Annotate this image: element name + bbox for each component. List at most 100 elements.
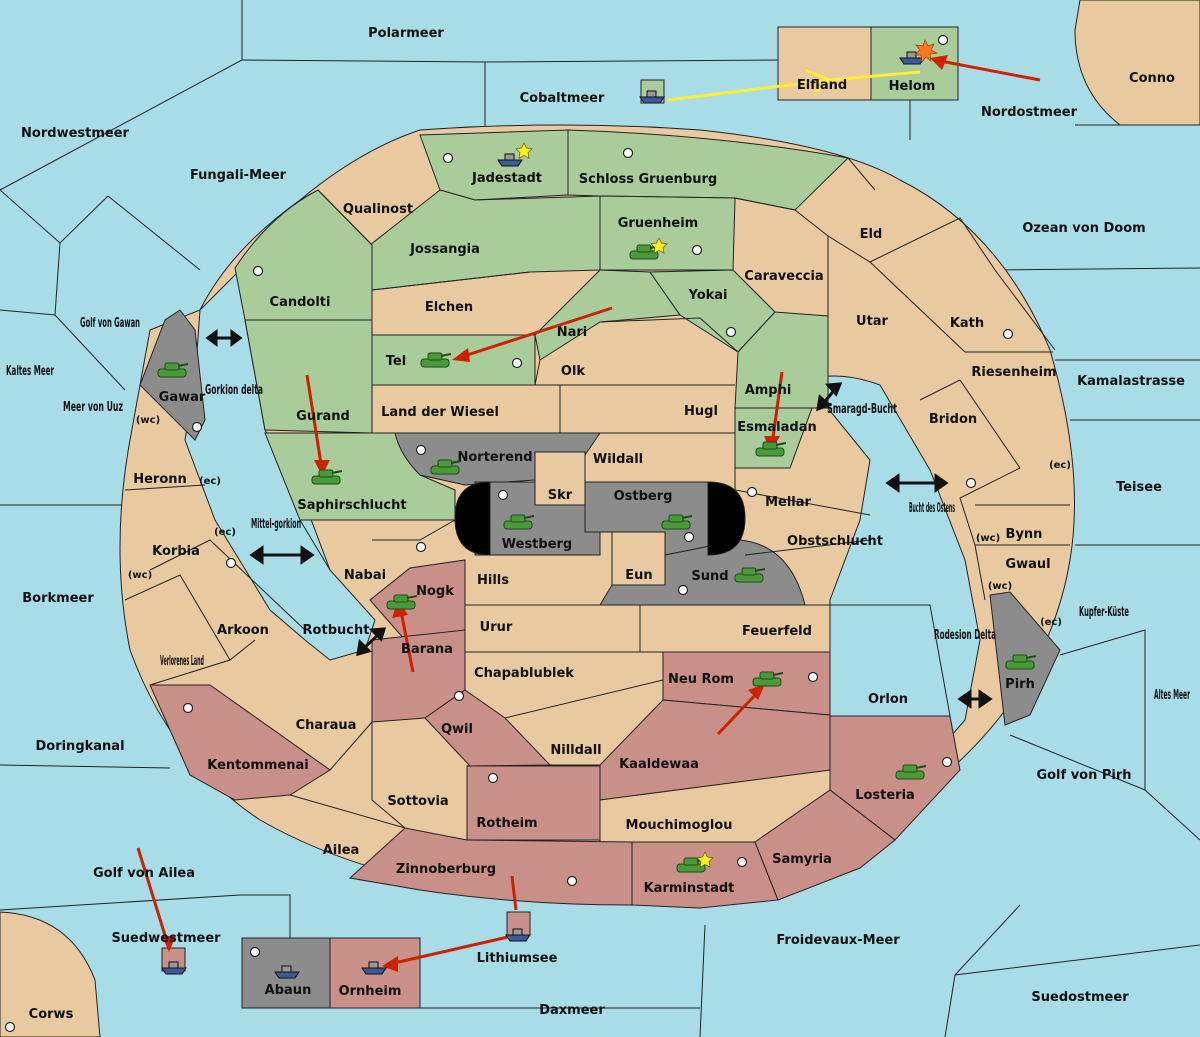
army-icon[interactable] (420, 352, 452, 368)
land-label: Gawar (159, 390, 206, 405)
army-icon[interactable] (503, 514, 535, 530)
sc-karmin (736, 856, 748, 868)
samyria-region[interactable] (754, 789, 896, 901)
sea-label: Ozean von Doom (1022, 221, 1145, 236)
land-label: Olk (561, 364, 586, 379)
army-icon[interactable] (430, 459, 462, 475)
star-icon (650, 237, 668, 254)
land-label: Nilldall (550, 743, 601, 758)
sea-label: Mittel-gorkion (251, 517, 301, 532)
land-label: Neu Rom (668, 672, 734, 687)
candolti-region[interactable] (234, 189, 373, 321)
sc-korbia (225, 557, 237, 569)
skr-region[interactable] (534, 451, 586, 506)
army-icon[interactable] (661, 514, 693, 530)
land-label: Mellar (765, 495, 811, 510)
land-label: Gwaul (1005, 557, 1050, 572)
army-icon[interactable] (629, 244, 661, 260)
land-labels: Elfland Helom Jadestadt Schloss Gruenbur… (133, 78, 1056, 999)
land-label: Sund (691, 569, 728, 584)
fleet-icon[interactable] (274, 965, 300, 979)
army-icon[interactable] (157, 362, 189, 378)
sea-label: Teisee (1116, 480, 1162, 495)
fleet-icon[interactable] (161, 961, 187, 975)
army-icon[interactable] (311, 469, 343, 485)
order-arrows (136, 58, 1041, 966)
land-label: Ailea (323, 843, 360, 858)
land-label: Candolti (270, 295, 331, 310)
sea-label: Conno (1129, 71, 1175, 86)
sea-label: Cobaltmeer (520, 91, 605, 106)
sea-label: Doringkanal (35, 739, 124, 754)
sea-labels: Polarmeer Cobaltmeer Nordostmeer Conno N… (6, 26, 1190, 1022)
supply-centers (4, 34, 1014, 1033)
army-icon[interactable] (895, 764, 927, 780)
land-label: Chapablublek (474, 666, 574, 681)
sc-ostberg (683, 531, 695, 543)
sea-label: Kupfer-Küste (1079, 605, 1129, 620)
sea-label: Corws (29, 1007, 74, 1022)
sea-label: Daxmeer (539, 1003, 605, 1018)
corws-land[interactable] (0, 911, 101, 1037)
fleet-icon[interactable] (639, 90, 665, 104)
land-label: Charaua (296, 718, 357, 733)
land-label: Ornheim (339, 984, 402, 999)
land-label: Jossangia (409, 242, 480, 257)
sc-westberg (497, 489, 509, 501)
fleet-icon[interactable] (497, 153, 523, 167)
sea-label: Polarmeer (368, 26, 444, 41)
sc-helom (937, 34, 949, 46)
army-icon[interactable] (386, 594, 418, 610)
fleet-icon[interactable] (899, 51, 925, 65)
land-label: Karminstadt (644, 881, 735, 896)
sea-label: Golf von Pirh (1036, 768, 1131, 783)
fleet-icon[interactable] (361, 961, 387, 975)
sc-qwil (453, 690, 465, 702)
land-label: Urur (480, 620, 513, 635)
gruenheim-region[interactable] (599, 195, 736, 271)
army-icon[interactable] (1005, 654, 1037, 670)
amphi-region[interactable] (734, 311, 829, 409)
coast-label: (ec) (214, 527, 236, 538)
sc-norterend (415, 444, 427, 456)
sea-label: Rodesion Delta (934, 628, 996, 643)
coast-label: (wc) (128, 570, 152, 581)
eun-region[interactable] (611, 531, 666, 586)
army-icon[interactable] (755, 441, 787, 457)
sea-label: Gorkion delta (205, 383, 263, 398)
sc-candolti (252, 265, 264, 277)
coast-labels: (wc) (ec) (ec) (wc) (ec) (wc) (wc) (ec) (128, 415, 1071, 628)
land-label: Abaun (265, 983, 312, 998)
coast-label: (wc) (976, 533, 1000, 544)
land-label: Verlorenes Land (160, 654, 204, 669)
jadestadt-region[interactable] (419, 129, 569, 201)
sea-label: Nordwestmeer (21, 126, 129, 141)
sea-label: Rotbucht (303, 623, 370, 638)
star-icon (696, 851, 714, 868)
sea-label: Kaltes Meer (6, 364, 54, 379)
land-label: Westberg (502, 537, 572, 552)
land-label: Orlon (868, 692, 908, 707)
star-icon (515, 142, 533, 159)
coast-label: (ec) (199, 476, 221, 487)
adjacency-arrows (205, 329, 993, 709)
sc-corws (4, 1021, 16, 1033)
army-icon[interactable] (676, 857, 708, 873)
land-label: Esmaladan (737, 420, 817, 435)
coast-label: (wc) (988, 581, 1012, 592)
sc-nabai (415, 541, 427, 553)
army-icon[interactable] (752, 671, 784, 687)
land-label: Elfland (797, 78, 847, 93)
army-icon[interactable] (734, 567, 766, 583)
fleet-icon[interactable] (505, 928, 531, 942)
land-label: Kath (950, 316, 984, 331)
land-label: Gruenheim (618, 216, 698, 231)
land-label: Wildall (593, 452, 643, 467)
sea-label: Meer von Uuz (63, 400, 123, 415)
land-label: Riesenheim (971, 365, 1056, 380)
sc-bynn (965, 477, 977, 489)
sea-label: Froidevaux-Meer (776, 933, 900, 948)
land-label: Pirh (1005, 677, 1035, 692)
